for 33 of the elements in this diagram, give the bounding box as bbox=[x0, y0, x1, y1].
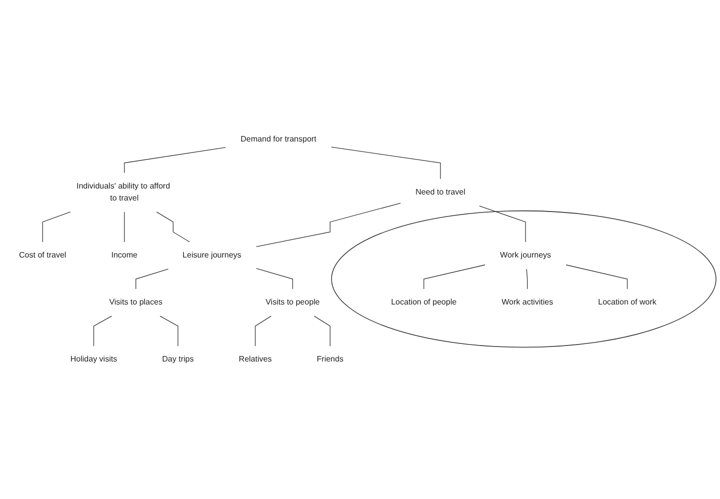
connector bbox=[254, 316, 272, 346]
node-text: Demand for transport bbox=[240, 134, 316, 144]
node-text: Individuals' ability to afford to travel bbox=[76, 182, 170, 202]
node-text: Visits to places bbox=[109, 298, 162, 307]
node-text: Holiday visits bbox=[70, 355, 118, 364]
node-text: Location of work bbox=[598, 298, 656, 307]
connector bbox=[566, 264, 628, 290]
connector bbox=[156, 212, 190, 242]
node-text: Friends bbox=[316, 355, 344, 364]
connector bbox=[479, 206, 526, 242]
connector bbox=[314, 316, 330, 346]
connector bbox=[124, 147, 226, 174]
connector bbox=[424, 264, 486, 290]
connector bbox=[160, 316, 178, 346]
node-text: Visits to people bbox=[266, 298, 320, 307]
connector bbox=[93, 316, 112, 346]
node-text: Location of people bbox=[391, 298, 457, 307]
connector bbox=[256, 202, 401, 247]
connector bbox=[136, 268, 169, 290]
connector bbox=[256, 268, 293, 290]
node-text: Leisure journeys bbox=[182, 251, 242, 260]
connector bbox=[331, 146, 441, 180]
node-text: Day trips bbox=[162, 355, 194, 364]
connector bbox=[42, 212, 71, 242]
node-text: Relatives bbox=[238, 355, 272, 364]
node-text: Income bbox=[111, 251, 138, 260]
node-text: Need to travel bbox=[416, 188, 466, 196]
connector bbox=[124, 212, 125, 242]
node-text: Work activities bbox=[502, 298, 554, 307]
cluster bbox=[331, 210, 716, 348]
connector bbox=[526, 268, 528, 290]
node-text: Cost of travel bbox=[19, 251, 66, 260]
node-text: Work journeys bbox=[500, 251, 552, 260]
